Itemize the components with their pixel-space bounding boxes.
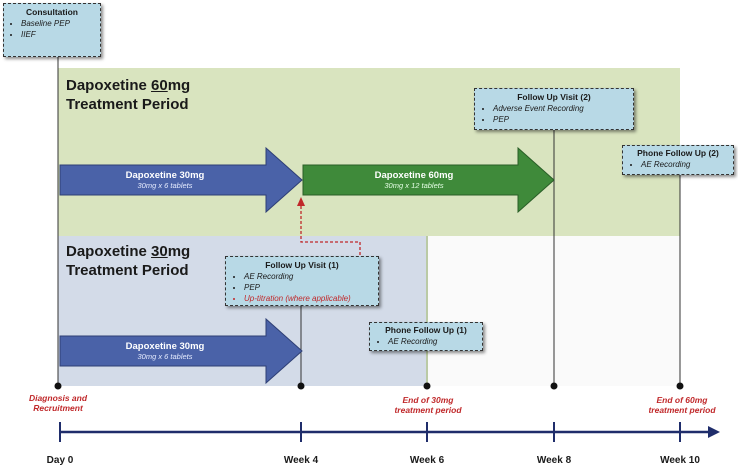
band30-title-line2: Treatment Period xyxy=(66,262,189,279)
phone-follow-up-2-item: AE Recording xyxy=(641,159,727,170)
band60-title: Dapoxetine 60mg Treatment Period xyxy=(66,76,190,114)
consultation-item: IIEF xyxy=(21,29,95,40)
arrow-bottom-dapoxetine-30mg xyxy=(59,317,303,385)
dot-week6 xyxy=(423,382,431,390)
follow-up-visit-2-title: Follow Up Visit (2) xyxy=(517,92,591,102)
band30-title-suffix: mg xyxy=(167,243,191,260)
phone-follow-up-1-item: AE Recording xyxy=(388,336,476,347)
up-titration-dashed-path xyxy=(300,202,361,300)
phone-follow-up-1-box: Phone Follow Up (1) AE Recording xyxy=(369,322,483,351)
week-label-week4: Week 4 xyxy=(283,455,319,466)
week-label-day0: Day 0 xyxy=(46,455,74,466)
arrow-top-30-label: Dapoxetine 30mg xyxy=(125,170,205,181)
phone-follow-up-2-box: Phone Follow Up (2) AE Recording xyxy=(622,145,734,175)
phone-follow-up-1-title: Phone Follow Up (1) xyxy=(385,325,467,335)
follow-up-visit-1-item: AE Recording xyxy=(244,271,372,282)
band60-title-line2: Treatment Period xyxy=(66,96,189,113)
band60-title-dose: 60 xyxy=(151,77,168,94)
band30-title-prefix: Dapoxetine xyxy=(66,243,152,260)
arrow-60-label-group: Dapoxetine 60mg 30mg x 12 tablets xyxy=(303,170,525,190)
follow-up-visit-1-item: PEP xyxy=(244,282,372,293)
dot-week10 xyxy=(676,382,684,390)
dot-week4 xyxy=(297,382,305,390)
follow-up-visit-2-box: Follow Up Visit (2) Adverse Event Record… xyxy=(474,88,634,130)
arrow-top-30-sub: 30mg x 6 tablets xyxy=(137,181,193,190)
arrow-bottom-30-sub: 30mg x 6 tablets xyxy=(137,352,193,361)
follow-up-visit-1-box: Follow Up Visit (1) AE Recording PEP Up-… xyxy=(225,256,379,306)
arrow-dapoxetine-60mg xyxy=(302,146,555,214)
week-label-week10: Week 10 xyxy=(660,455,700,466)
light-area-week6-8 xyxy=(426,236,554,386)
dot-week8 xyxy=(550,382,558,390)
end-30mg-label: End of 30mg treatment period xyxy=(394,395,462,415)
diagnosis-recruitment-label: Diagnosis and Recruitment xyxy=(28,393,88,413)
follow-up-visit-1-red-item: Up-titration (where applicable) xyxy=(244,293,372,304)
follow-up-visit-1-title: Follow Up Visit (1) xyxy=(265,260,339,270)
arrow-top-30-label-group: Dapoxetine 30mg 30mg x 6 tablets xyxy=(60,170,270,190)
arrow-60-label: Dapoxetine 60mg xyxy=(374,170,454,181)
consultation-title: Consultation xyxy=(26,7,78,17)
arrow-bottom-30-label-group: Dapoxetine 30mg 30mg x 6 tablets xyxy=(60,341,270,361)
follow-up-visit-2-item: PEP xyxy=(493,114,627,125)
up-titration-arrowhead xyxy=(297,197,305,206)
light-area-week8-10 xyxy=(554,236,680,386)
band30-title: Dapoxetine 30mg Treatment Period xyxy=(66,242,190,280)
timeline-arrowhead xyxy=(708,426,720,438)
end-60mg-label: End of 60mg treatment period xyxy=(648,395,716,415)
phone-follow-up-2-title: Phone Follow Up (2) xyxy=(637,148,719,158)
band30-title-dose: 30 xyxy=(151,243,168,260)
follow-up-visit-2-item: Adverse Event Recording xyxy=(493,103,627,114)
arrow-60-sub: 30mg x 12 tablets xyxy=(384,181,444,190)
band60-title-suffix: mg xyxy=(167,77,191,94)
dot-day0 xyxy=(54,382,62,390)
arrow-top-dapoxetine-30mg xyxy=(59,146,303,214)
band60-title-prefix: Dapoxetine xyxy=(66,77,152,94)
week-label-week6: Week 6 xyxy=(409,455,445,466)
arrow-bottom-30-label: Dapoxetine 30mg xyxy=(125,341,205,352)
consultation-item: Baseline PEP xyxy=(21,18,95,29)
consultation-box: Consultation Baseline PEP IIEF xyxy=(3,3,101,57)
week-label-week8: Week 8 xyxy=(536,455,572,466)
